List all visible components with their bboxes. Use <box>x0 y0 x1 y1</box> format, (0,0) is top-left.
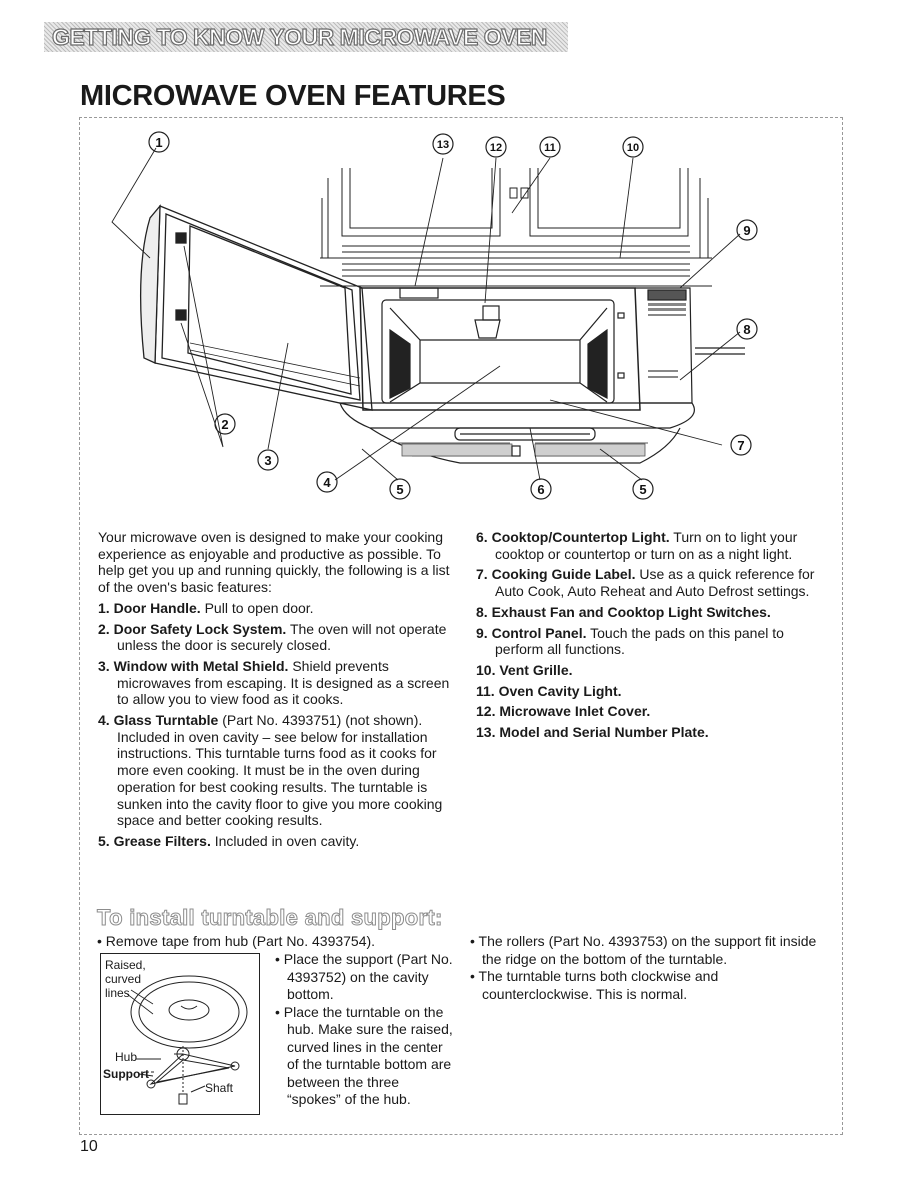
features-right-column: 6. Cooktop/Countertop Light. Turn on to … <box>476 529 828 745</box>
feature-1: 1. Door Handle. Pull to open door. <box>98 599 314 616</box>
feature-10: 10. Vent Grille. <box>476 661 573 678</box>
svg-text:5: 5 <box>639 482 646 497</box>
callout-1: 1 <box>148 131 170 153</box>
svg-text:4: 4 <box>323 475 331 490</box>
serial-plate <box>399 287 439 299</box>
turntable-diagram: Raised, curved lines Hub Support Shaft <box>100 953 260 1115</box>
svg-text:8: 8 <box>743 322 750 337</box>
page-number: 10 <box>80 1138 98 1155</box>
svg-text:2: 2 <box>221 417 228 432</box>
svg-text:3: 3 <box>264 453 271 468</box>
callout-8: 8 <box>736 318 758 340</box>
page-title: MICROWAVE OVEN FEATURES <box>80 80 506 112</box>
section-banner: Getting to Know Your Microwave Oven <box>44 22 568 52</box>
oven-door <box>140 204 373 411</box>
callout-9: 9 <box>736 219 758 241</box>
callout-12: 12 <box>485 136 507 158</box>
svg-text:12: 12 <box>490 142 502 154</box>
callout-7: 7 <box>730 434 752 456</box>
label-hub: Hub <box>115 1050 138 1064</box>
feature-2: 2. Door Safety Lock System. The oven wil… <box>98 620 447 654</box>
turntable-drawing <box>126 975 248 1105</box>
svg-text:10: 10 <box>627 142 639 154</box>
microwave-diagram: 1 2 3 4 5 6 5 7 8 9 10 11 12 13 <box>111 131 758 500</box>
oven-bottom <box>339 402 695 464</box>
feature-4: 4. Glass Turntable (Part No. 4393751) (n… <box>98 712 443 829</box>
callout-5-right: 5 <box>632 478 654 500</box>
features-left-column: Your microwave oven is designed to make … <box>98 529 450 854</box>
feature-12: 12. Microwave Inlet Cover. <box>476 703 651 720</box>
intro-text: Your microwave oven is designed to make … <box>98 529 450 596</box>
oven-cavity <box>381 299 615 404</box>
cabinet-lines <box>320 168 712 287</box>
svg-text:7: 7 <box>737 438 744 453</box>
feature-11: 11. Oven Cavity Light. <box>476 682 622 699</box>
install-title: To install turntable and support: <box>97 905 443 931</box>
svg-text:1: 1 <box>155 135 162 150</box>
label-raised-lines: Raised, curved lines <box>105 958 146 1000</box>
feature-9: 9. Control Panel. Touch the pads on this… <box>476 624 784 658</box>
svg-text:6: 6 <box>537 482 544 497</box>
leader-lines <box>111 147 741 481</box>
install-bullet-1: • Remove tape from hub (Part No. 4393754… <box>97 933 376 949</box>
svg-text:9: 9 <box>743 223 750 238</box>
callout-11: 11 <box>539 136 561 158</box>
label-shaft: Shaft <box>205 1081 234 1095</box>
callout-10: 10 <box>622 136 644 158</box>
content-frame <box>79 117 843 1135</box>
callout-2: 2 <box>214 413 236 435</box>
callout-4: 4 <box>316 471 338 493</box>
feature-3: 3. Window with Metal Shield. Shield prev… <box>98 657 450 708</box>
label-support: Support <box>103 1067 149 1081</box>
install-bullet-2-3: • Place the support (Part No. 4393752) o… <box>275 951 453 1107</box>
vent-grille <box>342 245 690 277</box>
feature-13: 13. Model and Serial Number Plate. <box>476 724 709 741</box>
callout-5-left: 5 <box>389 478 411 500</box>
svg-text:5: 5 <box>396 482 403 497</box>
callout-13: 13 <box>432 133 454 155</box>
section-banner-text: Getting to Know Your Microwave Oven <box>51 23 548 50</box>
callout-3: 3 <box>257 449 279 471</box>
feature-8: 8. Exhaust Fan and Cooktop Light Switche… <box>476 603 771 620</box>
feature-5: 5. Grease Filters. Included in oven cavi… <box>98 832 360 849</box>
install-bullets-right: • The rollers (Part No. 4393753) on the … <box>470 933 817 1002</box>
oven-body <box>359 287 641 411</box>
svg-text:13: 13 <box>437 139 449 151</box>
callout-6: 6 <box>530 478 552 500</box>
feature-7: 7. Cooking Guide Label. Use as a quick r… <box>476 566 815 600</box>
feature-6: 6. Cooktop/Countertop Light. Turn on to … <box>476 529 798 562</box>
inlet-cover <box>474 305 501 339</box>
svg-text:11: 11 <box>544 142 556 154</box>
